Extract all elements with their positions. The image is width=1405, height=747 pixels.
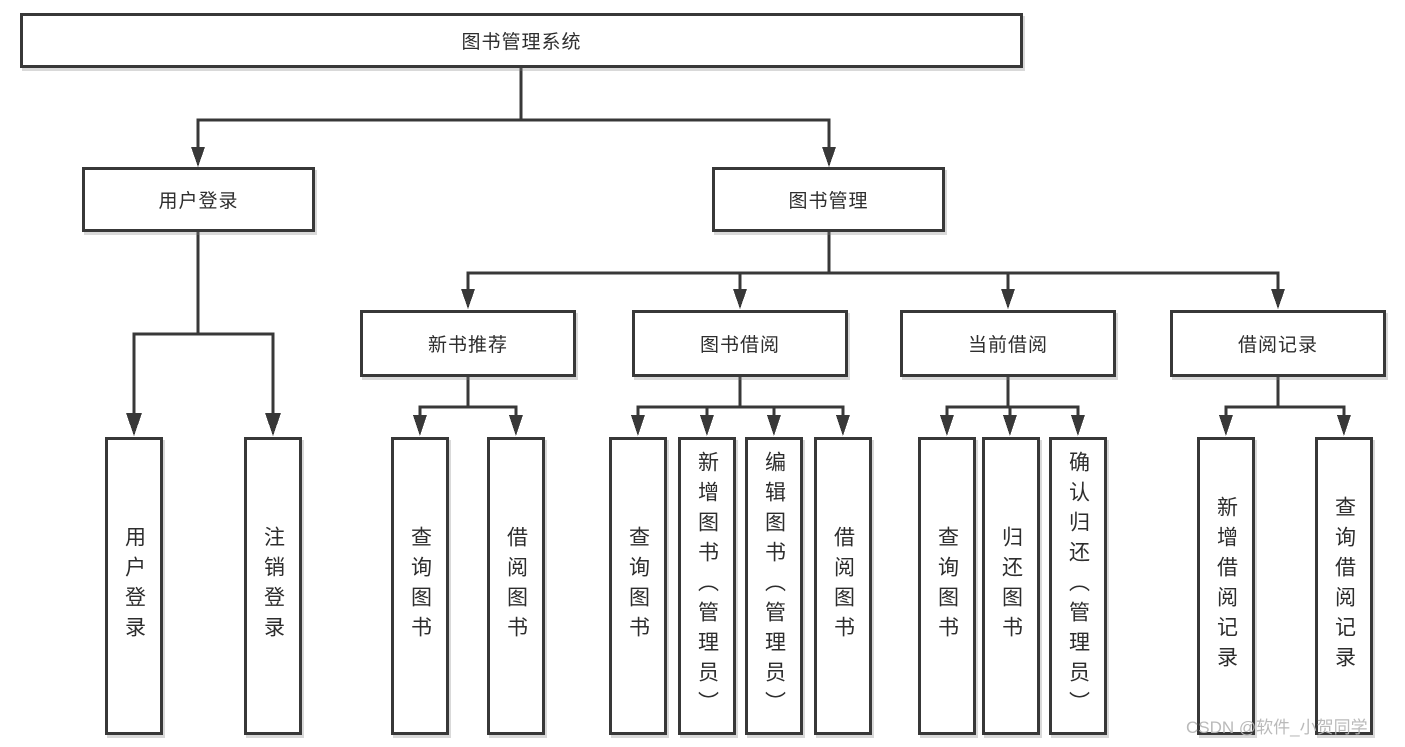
- arrowhead: [1001, 289, 1015, 309]
- node-root-label: 图书管理系统: [461, 32, 582, 53]
- arrowhead: [265, 413, 281, 436]
- arrowhead: [631, 415, 645, 436]
- node-root-system: 图书管理系统: [20, 13, 1023, 68]
- leaf-label: 确认归还（管理员）: [1066, 451, 1090, 721]
- leaf-add-book-admin: 新增图书（管理员）: [678, 437, 736, 735]
- leaf-label: 查询图书: [408, 526, 432, 646]
- arrowhead: [509, 415, 523, 436]
- arrowhead: [1337, 415, 1351, 436]
- leaf-label: 用户登录: [122, 526, 146, 646]
- leaf-query-books-borrow: 查询图书: [609, 437, 667, 735]
- leaf-label: 新增图书（管理员）: [695, 451, 719, 721]
- connector-new-book-recommend-to-leaves: [413, 377, 523, 436]
- arrowhead: [700, 415, 714, 436]
- leaf-label: 编辑图书（管理员）: [762, 451, 786, 721]
- node-label: 图书管理: [788, 191, 869, 212]
- connector-user-login-to-leaves: [126, 232, 281, 436]
- leaf-label: 借阅图书: [831, 526, 855, 646]
- leaf-label: 查询借阅记录: [1332, 496, 1356, 676]
- node-book-management: 图书管理: [712, 167, 945, 232]
- arrowhead: [822, 147, 836, 167]
- csdn-watermark: CSDN @软件_小贺同学: [1186, 718, 1368, 737]
- leaf-query-borrow-record: 查询借阅记录: [1315, 437, 1373, 735]
- connector-current-borrow-to-leaves: [940, 377, 1085, 436]
- leaf-label: 新增借阅记录: [1214, 496, 1238, 676]
- arrowhead: [733, 289, 747, 309]
- leaf-label: 借阅图书: [504, 526, 528, 646]
- node-label: 图书借阅: [699, 335, 780, 356]
- node-new-book-recommend: 新书推荐: [360, 310, 576, 377]
- arrowhead: [940, 415, 954, 436]
- leaf-return-book: 归还图书: [982, 437, 1040, 735]
- arrowhead: [191, 147, 205, 167]
- leaf-add-borrow-record: 新增借阅记录: [1197, 437, 1255, 735]
- node-label: 用户登录: [158, 191, 239, 212]
- leaf-label: 查询图书: [626, 526, 650, 646]
- leaf-query-books-recommend: 查询图书: [391, 437, 449, 735]
- arrowhead: [126, 413, 142, 436]
- node-user-login: 用户登录: [82, 167, 315, 232]
- node-borrow-records: 借阅记录: [1170, 310, 1386, 377]
- node-label: 当前借阅: [967, 335, 1048, 356]
- leaf-user-login: 用户登录: [105, 437, 163, 735]
- leaf-confirm-return-admin: 确认归还（管理员）: [1049, 437, 1107, 735]
- leaf-label: 归还图书: [999, 526, 1023, 646]
- connector-root-to-level2: [191, 68, 836, 167]
- arrowhead: [836, 415, 850, 436]
- connector-borrow-records-to-leaves: [1219, 377, 1351, 436]
- arrowhead: [1003, 415, 1017, 436]
- connector-book-management-to-level3: [461, 232, 1285, 309]
- arrowhead: [767, 415, 781, 436]
- leaf-borrow-books-recommend: 借阅图书: [487, 437, 545, 735]
- node-book-borrow: 图书借阅: [632, 310, 848, 377]
- arrowhead: [1071, 415, 1085, 436]
- leaf-label: 注销登录: [261, 526, 285, 646]
- arrowhead: [1219, 415, 1233, 436]
- leaf-edit-book-admin: 编辑图书（管理员）: [745, 437, 803, 735]
- arrowhead: [413, 415, 427, 436]
- arrowhead: [461, 289, 475, 309]
- leaf-label: 查询图书: [935, 526, 959, 646]
- leaf-logout: 注销登录: [244, 437, 302, 735]
- node-label: 借阅记录: [1237, 335, 1318, 356]
- node-current-borrow: 当前借阅: [900, 310, 1116, 377]
- arrowhead: [1271, 289, 1285, 309]
- node-label: 新书推荐: [427, 335, 508, 356]
- connector-book-borrow-to-leaves: [631, 377, 850, 436]
- leaf-query-books-current: 查询图书: [918, 437, 976, 735]
- leaf-borrow-books: 借阅图书: [814, 437, 872, 735]
